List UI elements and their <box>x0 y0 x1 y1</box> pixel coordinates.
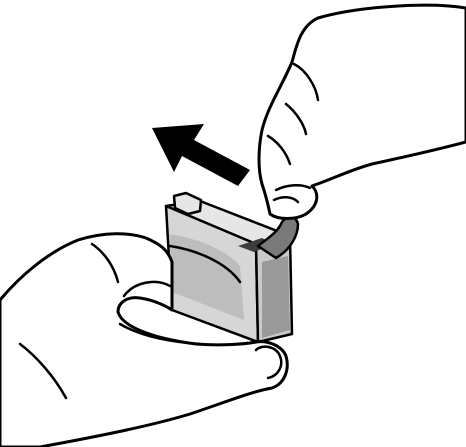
arrow-up-left-icon <box>152 124 250 186</box>
arrow-shape <box>152 124 250 186</box>
cartridge-side-shadow <box>262 256 290 338</box>
right-hand <box>259 5 466 218</box>
